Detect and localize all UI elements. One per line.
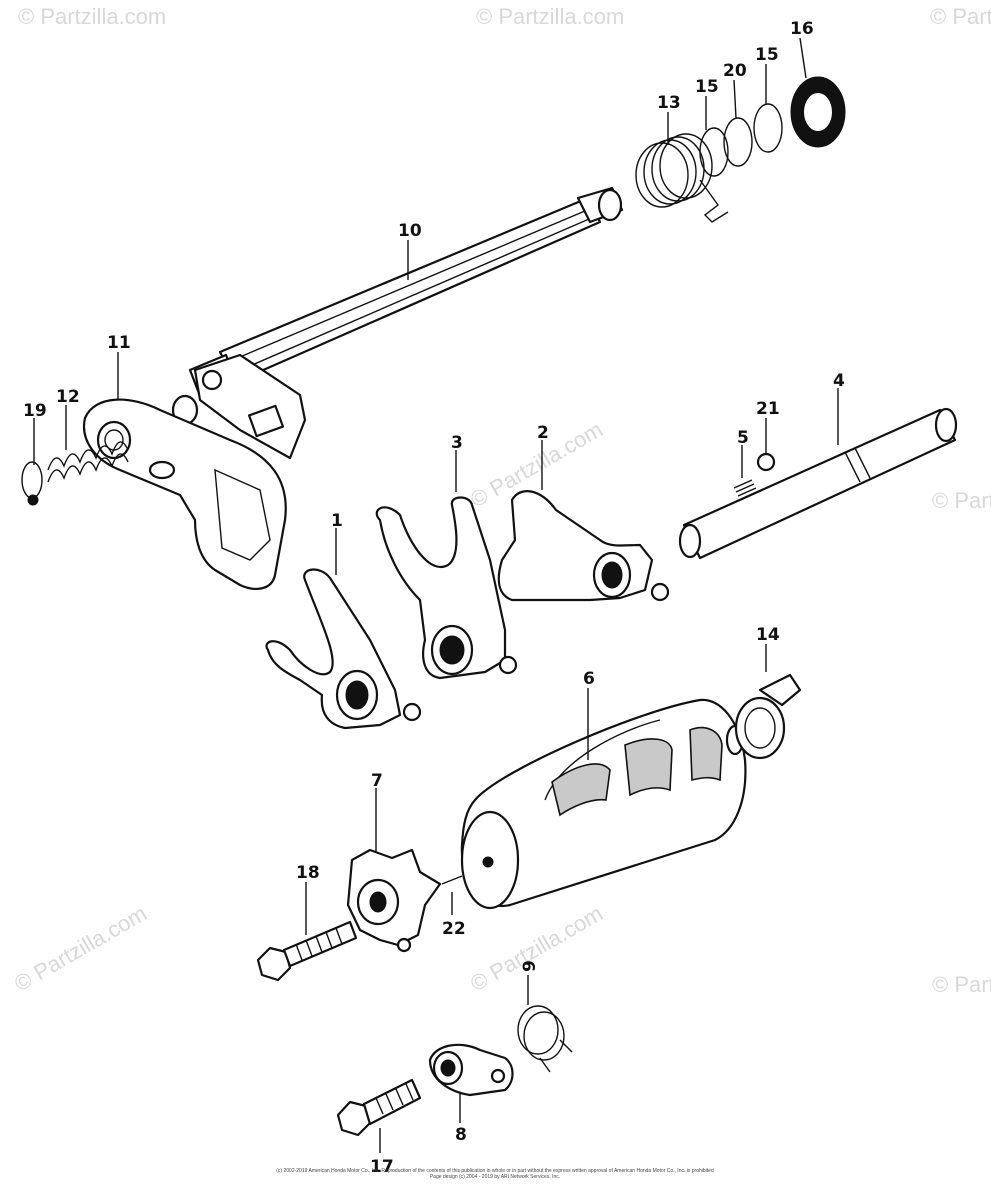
watermark: © Partzilla.com [932,488,991,513]
stopper-spring [517,1005,573,1073]
collar-20 [723,117,753,167]
bolt-17 [336,1078,422,1137]
callout-8: 8 [455,1125,467,1145]
callout-2: 2 [537,423,549,443]
callout-10: 10 [398,221,422,241]
gearshift-arm [82,398,287,590]
callout-15b: 15 [755,45,779,65]
callout-18: 18 [296,863,320,883]
steel-ball [756,452,776,472]
callout-21: 21 [756,399,780,419]
washer-15b [753,103,783,153]
callout-5: 5 [737,428,749,448]
shift-arm-plate [193,353,307,460]
stopper-arm [428,1043,514,1097]
page-design-line: Page design (c) 2004 - 2019 by ARI Netwo… [429,1174,561,1180]
callout-9: 9 [520,960,540,972]
drum-center [346,848,442,953]
callout-12: 12 [56,387,80,407]
callout-4: 4 [833,371,845,391]
oil-seal [790,76,846,148]
copyright-notice: (c) 2002-2019 American Honda Motor Co., … [230,1168,760,1180]
shift-fork-shaft [678,407,958,560]
callout-11: 11 [107,333,131,353]
shift-fork-3 [375,496,518,680]
callout-3: 3 [451,433,463,453]
watermark: © Partzilla.com [930,4,991,29]
copyright-line: (c) 2002-2019 American Honda Motor Co., … [276,1168,714,1174]
torsion-spring [635,133,729,223]
callout-7: 7 [371,771,383,791]
callout-13: 13 [657,93,681,113]
washer-15a [699,127,729,177]
shift-drum [460,698,747,910]
callout-17: 17 [370,1157,394,1177]
callout-16: 16 [790,19,814,39]
callout-14: 14 [756,625,780,645]
dowel-pin [441,875,463,885]
callout-6: 6 [583,669,595,689]
watermark: © Partzilla.com [466,901,607,997]
callout-1: 1 [331,511,343,531]
callout-19: 19 [23,401,47,421]
watermark: © Partzilla.com [476,4,624,29]
return-spring [47,441,129,483]
watermark: © Partzilla.com [10,901,151,997]
watermark: © Partzilla.com [932,972,991,997]
watermark: © Partzilla.com [18,4,166,29]
shift-fork-1 [265,568,422,730]
bolt-18 [256,920,358,982]
snap-ring [21,461,43,506]
pin-5 [733,479,757,497]
callout-15a: 15 [695,77,719,97]
shift-fork-2 [497,490,670,602]
callout-numbers: 1 2 3 4 5 6 7 8 9 10 11 12 13 14 15 15 1… [23,19,845,1177]
drum-stopper-plate [734,673,802,760]
callout-20: 20 [723,61,747,81]
callout-22: 22 [442,919,466,939]
leader-lines [33,37,839,1153]
